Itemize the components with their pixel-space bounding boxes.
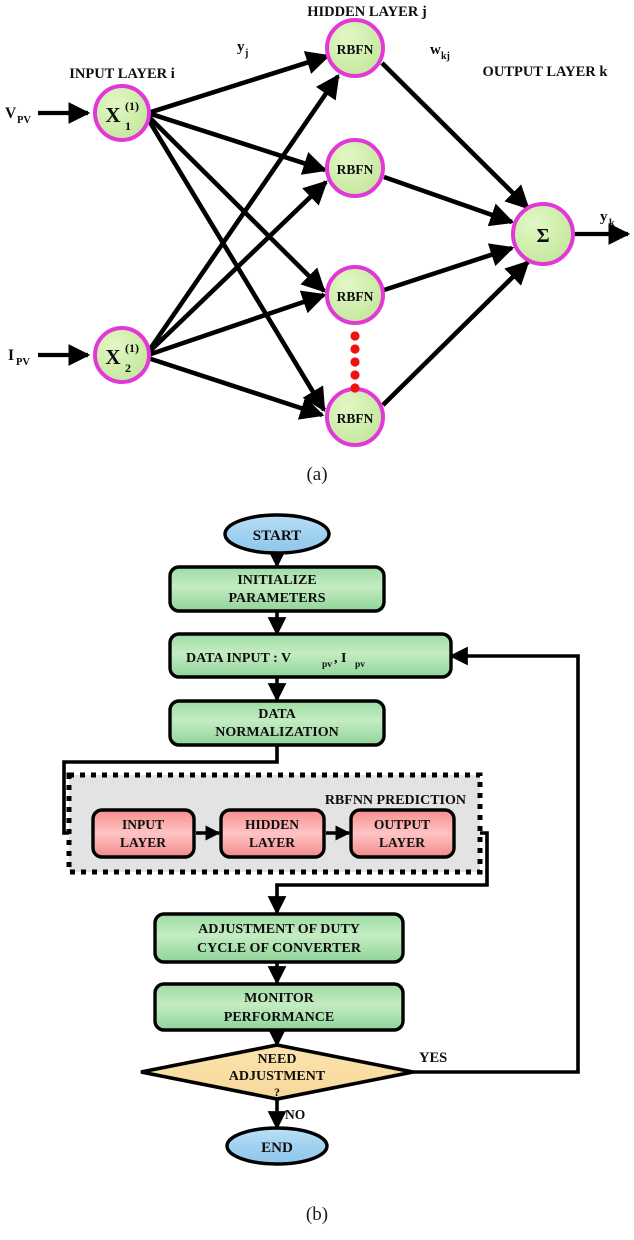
flow-node-decision-line3: ? xyxy=(274,1085,280,1099)
edge-x2-rbfn2 xyxy=(146,180,328,355)
flow-branch-label-no: NO xyxy=(285,1107,305,1122)
flow-node-nn-hidden-line1: HIDDEN xyxy=(245,817,299,832)
flow-node-initialize-line1: INITIALIZE xyxy=(237,573,316,588)
input-node-x1-base: X xyxy=(105,103,120,127)
wkj-edge-label: w kj xyxy=(430,42,450,62)
flow-node-decision-line2: ADJUSTMENT xyxy=(229,1069,326,1084)
hidden-layer-ellipsis-dots xyxy=(350,331,360,393)
hidden-node-rbfn-2-label: RBFN xyxy=(337,162,374,177)
edge-rbfn4-sigma xyxy=(381,260,530,407)
input-node-x1-sup: (1) xyxy=(125,99,139,113)
flow-group-rbfnn-title: RBFNN PREDICTION xyxy=(325,793,466,808)
flow-node-nn-input-line2: LAYER xyxy=(120,835,166,850)
yk-output-label: y k xyxy=(600,209,615,229)
input-node-x2-sup: (1) xyxy=(125,341,139,355)
flow-node-duty-line2: CYCLE OF CONVERTER xyxy=(197,941,362,956)
flow-branch-label-yes: YES xyxy=(419,1050,447,1066)
flow-node-normalization-line1: DATA xyxy=(258,707,296,722)
flow-node-initialize-parameters[interactable]: INITIALIZE PARAMETERS xyxy=(168,565,386,613)
flow-node-monitor-line2: PERFORMANCE xyxy=(224,1010,334,1025)
flow-node-end-label: END xyxy=(261,1140,293,1156)
flow-node-end[interactable]: END xyxy=(225,1126,329,1166)
wkj-sub: kj xyxy=(441,51,450,62)
edge-rbfn3-sigma xyxy=(383,243,515,293)
flow-node-data-input[interactable]: DATA INPUT : V pv , I pv xyxy=(168,632,453,679)
flow-node-nn-hidden-line2: LAYER xyxy=(249,835,295,850)
caption-a: (a) xyxy=(306,464,328,485)
flow-node-nn-output-line2: LAYER xyxy=(379,835,425,850)
hidden-layer-title: HIDDEN LAYER j xyxy=(307,4,427,20)
flow-node-normalization-line2: NORMALIZATION xyxy=(215,725,338,740)
caption-b: (b) xyxy=(305,1204,329,1225)
yj-base: y xyxy=(237,39,245,55)
flow-node-data-input-sub1: pv xyxy=(322,660,332,670)
edge-rbfn2-sigma xyxy=(383,174,515,227)
flow-node-initialize-line2: PARAMETERS xyxy=(229,591,326,606)
hidden-node-rbfn-3-label: RBFN xyxy=(337,289,374,304)
edge-x1-rbfn3 xyxy=(146,114,326,293)
input-node-x2-sub: 2 xyxy=(125,361,131,375)
flow-node-nn-input-line1: INPUT xyxy=(122,817,164,832)
yj-sub: j xyxy=(244,48,248,59)
hidden-node-rbfn-4-label: RBFN xyxy=(337,411,374,426)
flow-node-data-input-sub2: pv xyxy=(355,660,365,670)
flow-node-monitor-line1: MONITOR xyxy=(244,991,315,1006)
flow-node-duty-line1: ADJUSTMENT OF DUTY xyxy=(198,922,360,937)
flow-node-start[interactable]: START xyxy=(223,513,331,555)
rbfnn-control-flowchart: START INITIALIZE PARAMETERS DATA INPUT :… xyxy=(62,513,580,1166)
flow-node-nn-input-layer[interactable]: INPUT LAYER xyxy=(91,808,196,859)
input-layer-title: INPUT LAYER i xyxy=(69,66,175,82)
output-node-sigma-label: Σ xyxy=(536,225,549,247)
hidden-node-rbfn-2[interactable]: RBFN xyxy=(325,138,385,198)
output-layer-title: OUTPUT LAYER k xyxy=(483,64,609,80)
edge-x1-rbfn2 xyxy=(147,110,328,175)
yj-edge-label: y j xyxy=(237,39,248,59)
flow-node-data-input-mid: , I xyxy=(334,651,346,666)
vpv-signal-label: V PV xyxy=(5,105,31,126)
flow-node-nn-output-line1: OUTPUT xyxy=(374,817,430,832)
hidden-node-rbfn-1[interactable]: RBFN xyxy=(325,18,385,78)
flow-node-nn-output-layer[interactable]: OUTPUT LAYER xyxy=(349,808,456,859)
vpv-base: V xyxy=(5,105,17,122)
flow-node-duty-cycle-adjustment[interactable]: ADJUSTMENT OF DUTY CYCLE OF CONVERTER xyxy=(153,912,405,964)
output-node-sigma[interactable]: Σ xyxy=(511,202,575,266)
hidden-node-rbfn-3[interactable]: RBFN xyxy=(325,265,385,325)
flow-node-data-normalization[interactable]: DATA NORMALIZATION xyxy=(168,699,386,747)
flow-node-data-input-line1: DATA INPUT : V xyxy=(186,651,291,666)
hidden-node-rbfn-4[interactable]: RBFN xyxy=(325,387,385,447)
flow-node-decision-need-adjustment[interactable]: NEED ADJUSTMENT ? xyxy=(140,1043,414,1101)
ipv-sub: PV xyxy=(16,357,30,368)
edge-x2-rbfn1 xyxy=(146,74,340,354)
edge-x2-rbfn3 xyxy=(147,290,327,358)
ipv-signal-label: I PV xyxy=(8,347,30,368)
hidden-node-rbfn-1-label: RBFN xyxy=(337,42,374,57)
yk-sub: k xyxy=(609,218,615,229)
edge-rbfn1-sigma xyxy=(380,61,530,210)
flow-path-feedback-yes xyxy=(413,646,580,1074)
edge-x1-rbfn4 xyxy=(146,117,326,413)
flow-group-rbfnn-prediction: RBFNN PREDICTION INPUT LAYER HIDDEN LAYE… xyxy=(66,772,483,875)
edge-x2-rbfn4 xyxy=(147,355,325,420)
flow-node-decision-line1: NEED xyxy=(258,1052,297,1067)
edge-x1-rbfn1 xyxy=(147,51,331,116)
flow-node-nn-hidden-layer[interactable]: HIDDEN LAYER xyxy=(219,808,326,859)
input-node-x1[interactable]: X (1) 1 xyxy=(93,84,151,142)
rbfnn-architecture-diagram: INPUT LAYER i HIDDEN LAYER j OUTPUT LAYE… xyxy=(5,4,631,447)
vpv-sub: PV xyxy=(17,115,31,126)
input-node-x1-sub: 1 xyxy=(125,119,131,133)
wkj-base: w xyxy=(430,42,441,58)
flow-node-monitor-performance[interactable]: MONITOR PERFORMANCE xyxy=(153,982,405,1032)
yk-base: y xyxy=(600,209,608,225)
input-node-x2-base: X xyxy=(105,345,120,369)
ipv-base: I xyxy=(8,347,14,364)
input-node-x2[interactable]: X (1) 2 xyxy=(93,326,151,384)
flow-node-start-label: START xyxy=(253,528,301,544)
